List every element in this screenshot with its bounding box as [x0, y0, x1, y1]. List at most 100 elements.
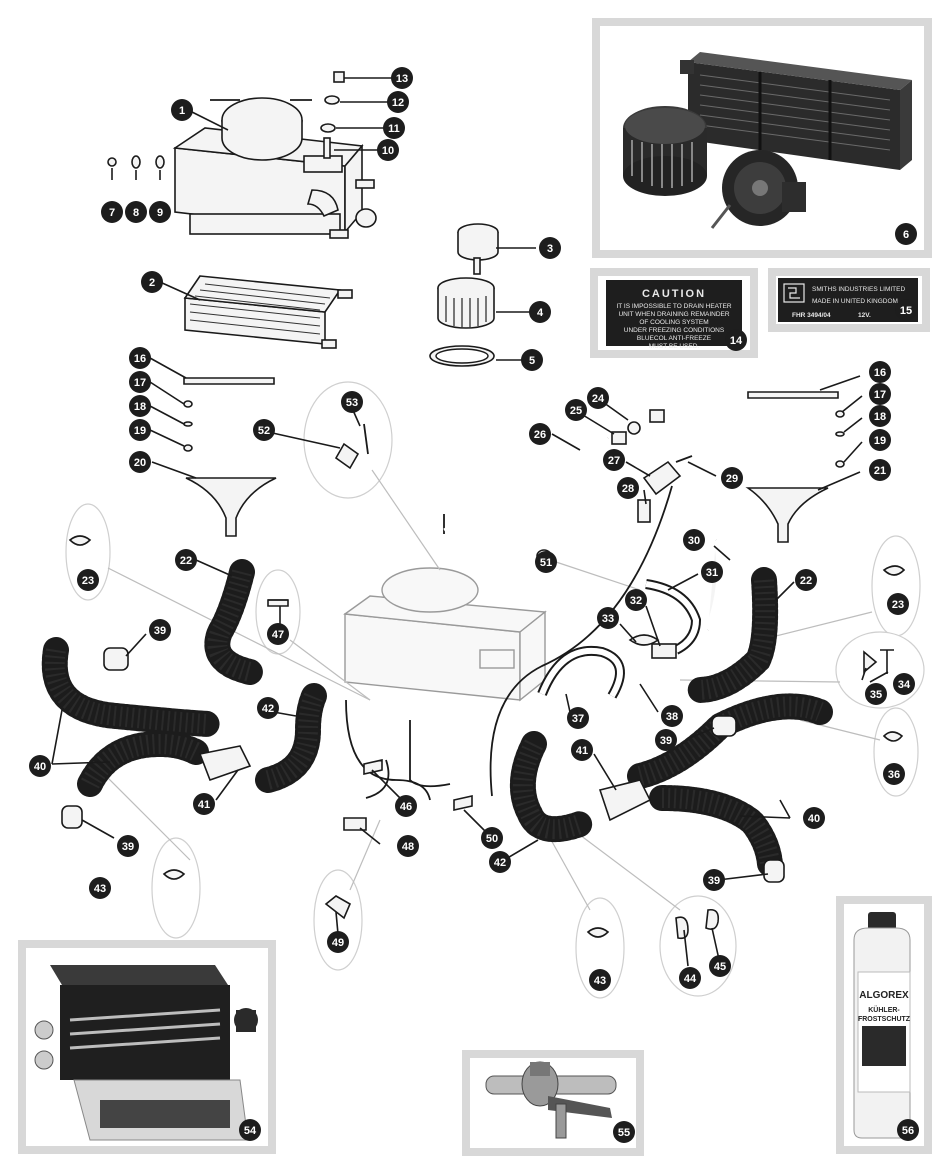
callout-46: 46: [395, 795, 417, 817]
callout-badge-circle: [725, 329, 747, 351]
callout-badge-circle: [129, 419, 151, 441]
callout-badge-circle: [869, 459, 891, 481]
callout-number: 47: [272, 629, 284, 641]
callout-badge-circle: [101, 201, 123, 223]
callout-badge-circle: [141, 271, 163, 293]
caution-line-4: UNDER FREEZING CONDITIONS: [624, 327, 725, 334]
callout-18: 18: [129, 395, 151, 417]
callout-number: 46: [400, 801, 412, 813]
callout-badge-circle: [721, 467, 743, 489]
callout-badge-circle: [171, 99, 193, 121]
callout-number: 16: [874, 367, 886, 379]
callout-56: 56: [897, 1119, 919, 1141]
callout-47: 47: [267, 623, 289, 645]
callout-number: 6: [903, 229, 909, 241]
callout-number: 42: [262, 703, 274, 715]
maker-origin: MADE IN UNITED KINGDOM: [812, 298, 898, 305]
callout-23: 23: [887, 593, 909, 615]
callout-badge-circle: [529, 423, 551, 445]
callout-14: 14: [725, 329, 747, 351]
assembled-heater-ghost: [343, 567, 547, 702]
valve-and-pipes: [268, 409, 723, 831]
callout-number: 18: [874, 411, 886, 423]
callout-badge-circle: [521, 349, 543, 371]
callout-number: 8: [133, 207, 139, 219]
callout-badge-circle: [683, 529, 705, 551]
callout-7: 7: [101, 201, 123, 223]
callout-badge-circle: [883, 763, 905, 785]
callout-22: 22: [175, 549, 197, 571]
callout-badge-circle: [129, 395, 151, 417]
photo-panel-55: [462, 1050, 644, 1156]
callout-number: 14: [730, 335, 743, 347]
callout-50: 50: [481, 827, 503, 849]
callout-51: 51: [535, 551, 557, 573]
callout-badge-circle: [29, 755, 51, 777]
callout-40: 40: [803, 807, 825, 829]
photo-panel-6: [592, 18, 932, 258]
callout-badge-circle: [803, 807, 825, 829]
callout-number: 38: [666, 711, 678, 723]
callout-5: 5: [521, 349, 543, 371]
callout-badge-circle: [617, 477, 639, 499]
callout-badge-circle: [253, 419, 275, 441]
callout-number: 36: [888, 769, 900, 781]
callout-badge-circle: [377, 139, 399, 161]
callout-number: 43: [94, 883, 106, 895]
callout-39: 39: [117, 835, 139, 857]
callout-number: 19: [134, 425, 146, 437]
callout-badge-circle: [869, 383, 891, 405]
callout-number: 23: [82, 575, 94, 587]
caution-line-1: IT IS IMPOSSIBLE TO DRAIN HEATER: [616, 303, 731, 310]
callout-number: 13: [396, 73, 408, 85]
callout-badge-circle: [341, 391, 363, 413]
callout-badge-circle: [391, 67, 413, 89]
antifreeze-brand: ALGOREX: [859, 990, 909, 1001]
callout-number: 39: [660, 735, 672, 747]
callout-badge-circle: [655, 729, 677, 751]
callout-33: 33: [597, 607, 619, 629]
callout-number: 24: [592, 393, 605, 405]
callout-badge-circle: [701, 561, 723, 583]
callout-29: 29: [721, 467, 743, 489]
callout-13: 13: [391, 67, 413, 89]
callout-number: 50: [486, 833, 498, 845]
callout-badge-circle: [539, 237, 561, 259]
callout-badge-circle: [709, 955, 731, 977]
callout-badge-circle: [869, 429, 891, 451]
callout-43: 43: [89, 877, 111, 899]
callout-43: 43: [589, 969, 611, 991]
callout-badge-circle: [567, 707, 589, 729]
callout-badge-circle: [571, 739, 593, 761]
callout-badge-circle: [869, 405, 891, 427]
maker-voltage: 12V.: [858, 312, 871, 319]
callout-37: 37: [567, 707, 589, 729]
callout-badge-circle: [887, 593, 909, 615]
callout-54: 54: [239, 1119, 261, 1141]
callout-6: 6: [895, 223, 917, 245]
callout-badge-circle: [679, 967, 701, 989]
callout-52: 52: [253, 419, 275, 441]
washers-7-13: [107, 71, 345, 169]
antifreeze-line-2: FROSTSCHUTZ: [858, 1016, 911, 1023]
callout-number: 23: [892, 599, 904, 611]
callout-22: 22: [795, 569, 817, 591]
caution-line-3: OF COOLING SYSTEM: [639, 319, 708, 326]
callout-49: 49: [327, 931, 349, 953]
maker-plate-15: SMITHS INDUSTRIES LIMITED MADE IN UNITED…: [768, 268, 930, 332]
callout-number: 41: [576, 745, 588, 757]
callout-number: 22: [800, 575, 812, 587]
callout-badge-circle: [193, 793, 215, 815]
callout-number: 15: [900, 305, 912, 317]
callout-number: 21: [874, 465, 886, 477]
callout-badge-circle: [89, 877, 111, 899]
callout-45: 45: [709, 955, 731, 977]
callout-badge-circle: [603, 449, 625, 471]
callout-number: 31: [706, 567, 718, 579]
callout-17: 17: [129, 371, 151, 393]
callout-number: 51: [540, 557, 552, 569]
callout-number: 49: [332, 937, 344, 949]
antifreeze-line-1: KÜHLER-: [868, 1005, 900, 1014]
